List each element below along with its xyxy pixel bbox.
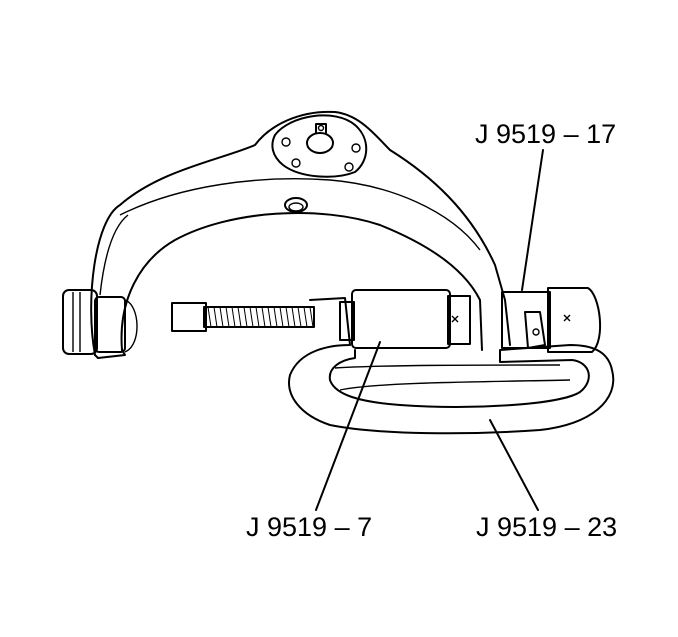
screw-thread: [237, 306, 242, 328]
forcing-screw: [171, 302, 315, 332]
screw-thread: [267, 306, 272, 328]
c-clamp-frame: [288, 297, 615, 435]
leader-j9519-23: [489, 419, 539, 511]
callout-j9519-17: J 9519 – 17: [475, 119, 617, 149]
screw-thread: [309, 306, 314, 328]
left-bushing: [62, 289, 138, 355]
callout-j9519-23: J 9519 – 23: [476, 512, 618, 542]
callout-j9519-7: J 9519 – 7: [246, 512, 373, 542]
screw-thread: [255, 306, 260, 328]
screw-thread: [207, 306, 212, 328]
screw-thread: [297, 306, 302, 328]
screw-thread: [261, 306, 266, 328]
screw-thread: [303, 306, 308, 328]
adapter-right: [501, 287, 602, 353]
screw-thread: [243, 306, 248, 328]
control-arm: [90, 110, 511, 359]
screw-thread: [219, 306, 224, 328]
leader-j9519-17: [521, 149, 544, 291]
screw-thread: [273, 306, 278, 328]
receiver-cylinder: [339, 289, 471, 349]
screw-thread: [285, 306, 290, 328]
screw-thread: [225, 306, 230, 328]
leader-lines: [315, 149, 544, 511]
screw-thread: [249, 306, 254, 328]
screw-thread: [279, 306, 284, 328]
screw-thread: [213, 306, 218, 328]
leader-j9519-7: [315, 341, 381, 511]
screw-thread: [291, 306, 296, 328]
screw-thread: [231, 306, 236, 328]
